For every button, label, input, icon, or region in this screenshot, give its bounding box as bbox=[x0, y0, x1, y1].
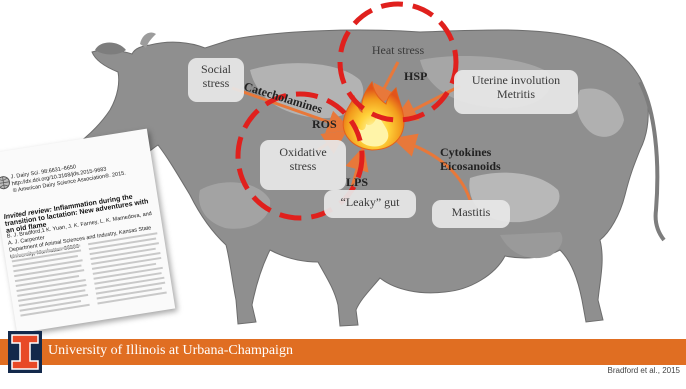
page-number: 17 bbox=[655, 342, 674, 362]
mastitis-label: Mastitis bbox=[434, 206, 508, 220]
uterine-label: Uterine involution Metritis bbox=[456, 74, 576, 102]
ros-label: ROS bbox=[312, 118, 337, 132]
heat-stress-label: Heat stress bbox=[357, 44, 439, 58]
paper-journal: J. Dairy Sci. 98:6631–6650 http://dx.doi… bbox=[10, 157, 126, 195]
paper-thumbnail: J. Dairy Sci. 98:6631–6650 http://dx.doi… bbox=[0, 129, 175, 334]
oxidative-stress-label: Oxidative stress bbox=[262, 146, 344, 174]
lps-label: LPS bbox=[346, 176, 368, 190]
citation: Bradford et al., 2015 bbox=[608, 366, 681, 375]
university-name: University of Illinois at Urbana-Champai… bbox=[48, 343, 293, 359]
leaky-gut-label: “Leaky” gut bbox=[326, 196, 414, 210]
illinois-logo-icon bbox=[8, 331, 42, 373]
social-stress-label: Social stress bbox=[190, 63, 242, 91]
hsp-label: HSP bbox=[404, 70, 427, 84]
cytokines-label: Cytokines Eicosanoids bbox=[440, 146, 540, 174]
